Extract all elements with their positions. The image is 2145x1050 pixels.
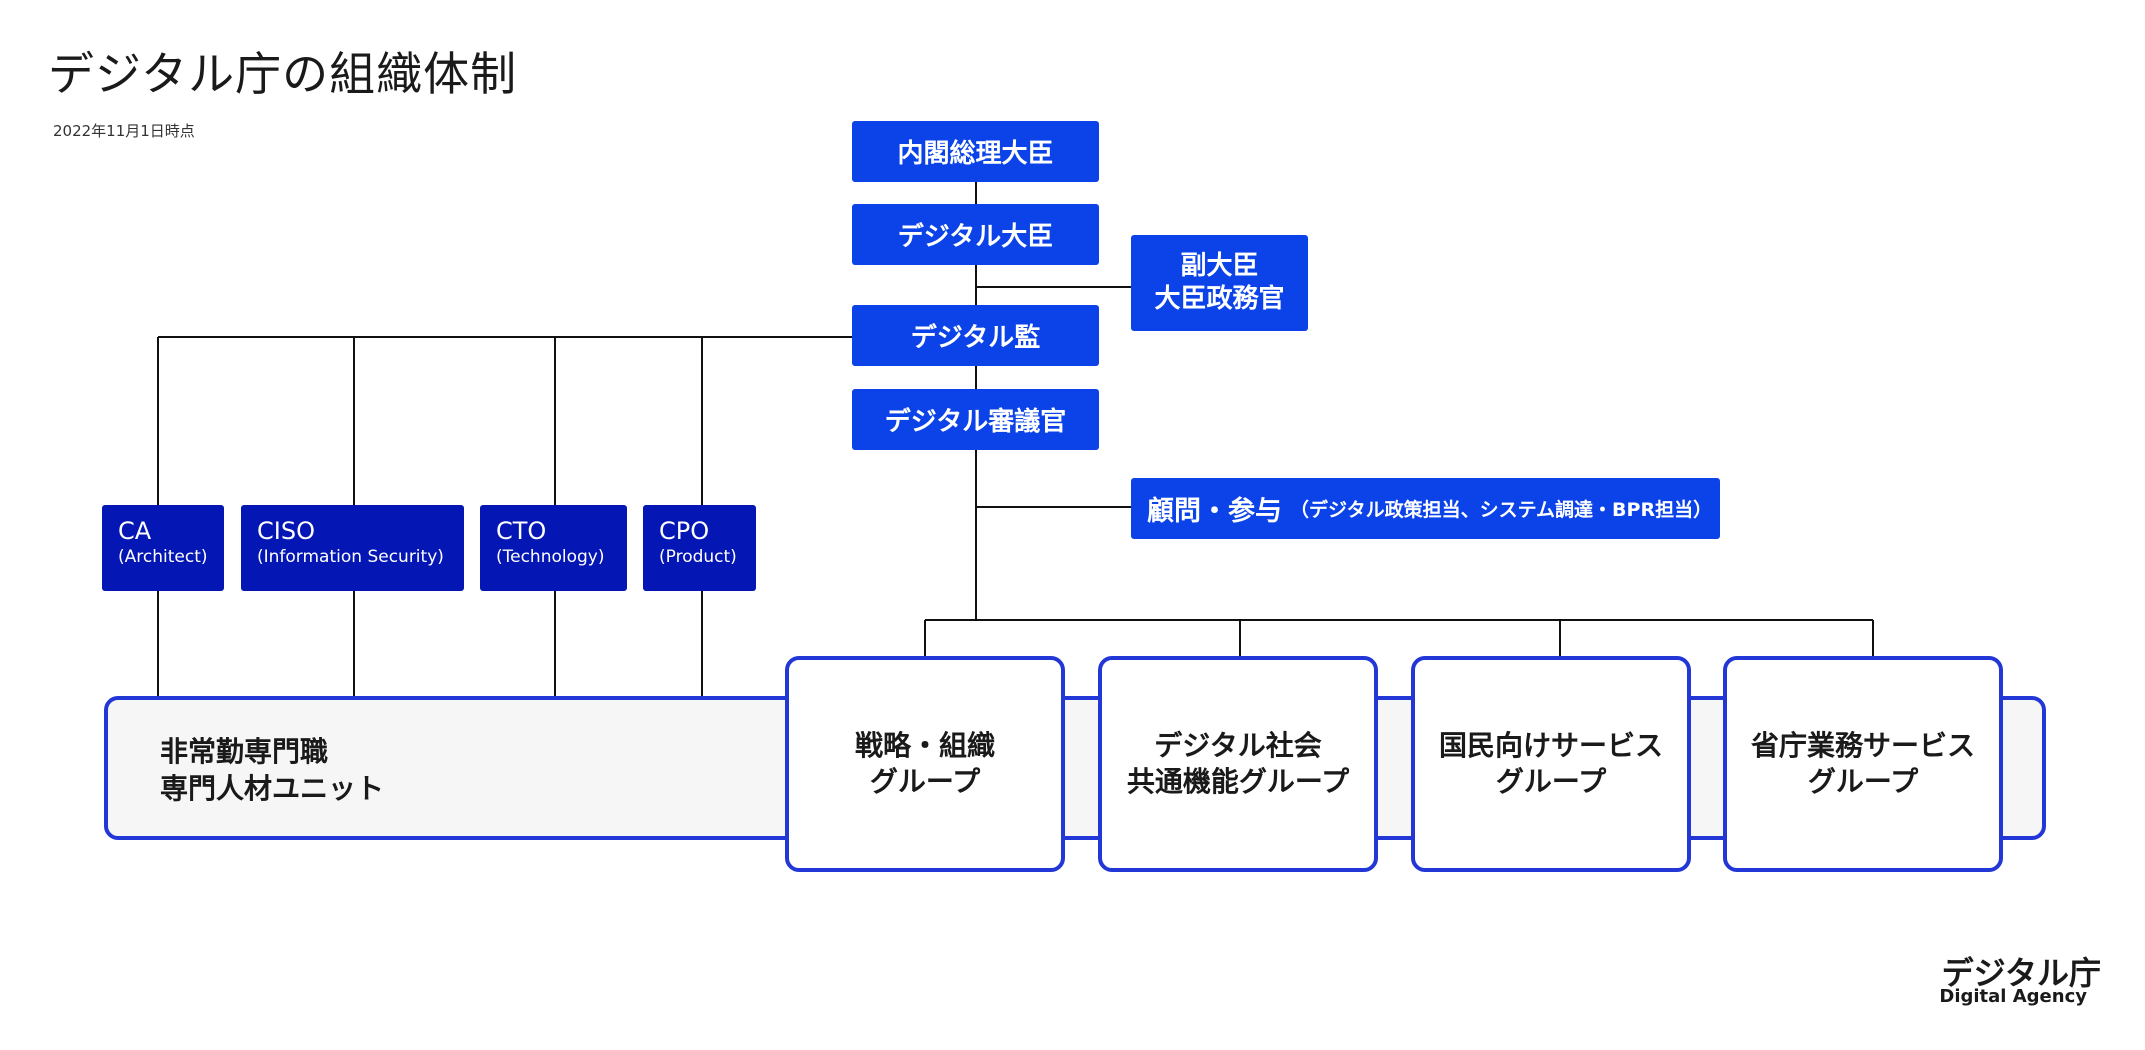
- group-ministry-services-line1: 省庁業務サービス: [1750, 729, 1975, 762]
- agency-logo-english: Digital Agency: [1939, 986, 2087, 1007]
- prime-minister-label: 内閣総理大臣: [897, 139, 1054, 169]
- group-digital-society: デジタル社会 共通機能グループ: [1098, 656, 1378, 872]
- advisor-label: 顧問・参与: [1147, 496, 1282, 527]
- role-ciso-sub: (Information Security): [257, 547, 444, 567]
- councillor-label: デジタル審議官: [884, 407, 1067, 437]
- group-citizen-services-line2: グループ: [1495, 765, 1607, 798]
- unit-line2: 専門人材ユニット: [160, 772, 385, 805]
- role-cpo-box: CPO (Product): [643, 505, 756, 591]
- vice-minister-line1: 副大臣: [1180, 251, 1259, 281]
- minister-label: デジタル大臣: [897, 222, 1054, 252]
- group-strategy-line2: グループ: [869, 765, 981, 798]
- minister-box: デジタル大臣: [852, 204, 1099, 265]
- chief-officer-label: デジタル監: [910, 323, 1041, 353]
- group-ministry-services-line2: グループ: [1807, 765, 1919, 798]
- advisor-subtitle: （デジタル政策担当、システム調達・BPR担当）: [1290, 499, 1713, 521]
- group-citizen-services: 国民向けサービス グループ: [1411, 656, 1691, 872]
- vice-minister-line2: 大臣政務官: [1154, 284, 1285, 314]
- role-ciso-name: CISO: [257, 517, 315, 545]
- unit-line1: 非常勤専門職: [160, 735, 329, 768]
- role-ca-box: CA (Architect): [102, 505, 224, 591]
- chief-officer-box: デジタル監: [852, 305, 1099, 366]
- group-citizen-services-line1: 国民向けサービス: [1438, 729, 1663, 762]
- group-strategy-line1: 戦略・組織: [854, 729, 995, 762]
- specialist-unit-label: 非常勤専門職 専門人材ユニット: [160, 733, 384, 807]
- specialist-unit-band: [104, 696, 2046, 840]
- role-ciso-box: CISO (Information Security): [241, 505, 464, 591]
- role-cto-name: CTO: [496, 517, 547, 545]
- role-cpo-sub: (Product): [659, 547, 737, 567]
- role-ca-sub: (Architect): [118, 547, 208, 567]
- agency-logo: デジタル庁: [1941, 954, 2101, 992]
- prime-minister-box: 内閣総理大臣: [852, 121, 1099, 182]
- group-strategy: 戦略・組織 グループ: [785, 656, 1065, 872]
- advisor-box: 顧問・参与 （デジタル政策担当、システム調達・BPR担当）: [1131, 478, 1720, 539]
- group-digital-society-line2: 共通機能グループ: [1126, 765, 1350, 798]
- role-cto-box: CTO (Technology): [480, 505, 627, 591]
- councillor-box: デジタル審議官: [852, 389, 1099, 450]
- vice-minister-box: 副大臣 大臣政務官: [1131, 235, 1308, 331]
- as-of-date: 2022年11月1日時点: [53, 122, 195, 140]
- role-cto-sub: (Technology): [496, 547, 605, 567]
- role-ca-name: CA: [118, 517, 152, 545]
- role-cpo-name: CPO: [659, 517, 710, 545]
- group-digital-society-line1: デジタル社会: [1154, 729, 1322, 762]
- group-ministry-services: 省庁業務サービス グループ: [1723, 656, 2003, 872]
- page-title: デジタル庁の組織体制: [48, 47, 518, 101]
